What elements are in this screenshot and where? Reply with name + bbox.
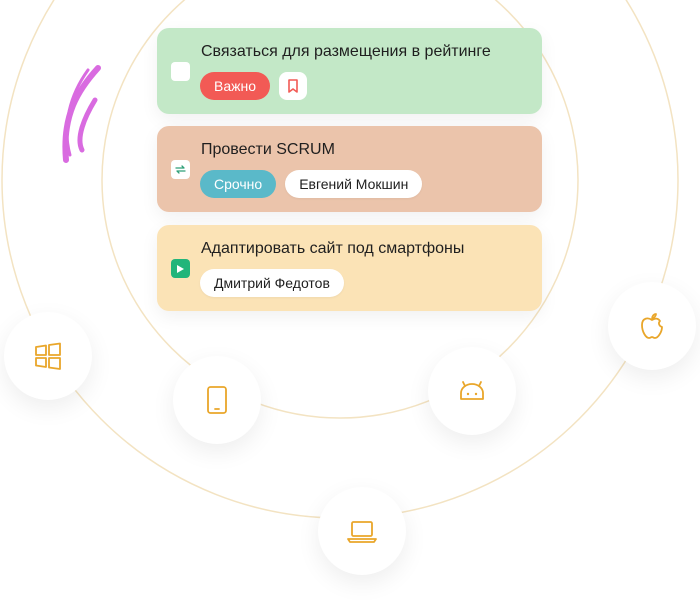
bookmark-icon[interactable] (279, 72, 308, 100)
task-title: Провести SCRUM (201, 141, 335, 158)
android-icon (460, 381, 484, 400)
task-tags: Дмитрий Федотов (200, 269, 344, 297)
task-card[interactable]: Связаться для размещения в рейтинге Важн… (157, 28, 542, 114)
assignee-tag[interactable]: Дмитрий Федотов (200, 269, 344, 297)
windows-icon (35, 342, 61, 370)
play-icon[interactable] (171, 259, 190, 278)
task-title: Адаптировать сайт под смартфоны (201, 240, 465, 257)
android-bubble[interactable] (428, 347, 516, 435)
task-tags: Срочно Евгений Мокшин (200, 170, 423, 198)
task-tags: Важно (200, 72, 308, 100)
laptop-bubble[interactable] (318, 487, 406, 575)
tablet-bubble[interactable] (173, 356, 261, 444)
brush-stroke-decoration (62, 65, 101, 163)
priority-tag[interactable]: Срочно (200, 170, 277, 198)
assignee-tag[interactable]: Евгений Мокшин (285, 170, 423, 198)
task-card[interactable]: Адаптировать сайт под смартфоны Дмитрий … (157, 225, 542, 311)
repeat-icon[interactable] (171, 160, 190, 179)
task-card[interactable]: Провести SCRUM Срочно Евгений Мокшин (157, 126, 542, 212)
windows-bubble[interactable] (4, 312, 92, 400)
apple-icon (641, 313, 663, 339)
laptop-icon (347, 521, 377, 543)
task-title: Связаться для размещения в рейтинге (201, 43, 491, 60)
apple-bubble[interactable] (608, 282, 696, 370)
checkbox-empty-icon[interactable] (171, 62, 190, 81)
priority-tag[interactable]: Важно (200, 72, 271, 100)
tablet-icon (207, 386, 227, 414)
